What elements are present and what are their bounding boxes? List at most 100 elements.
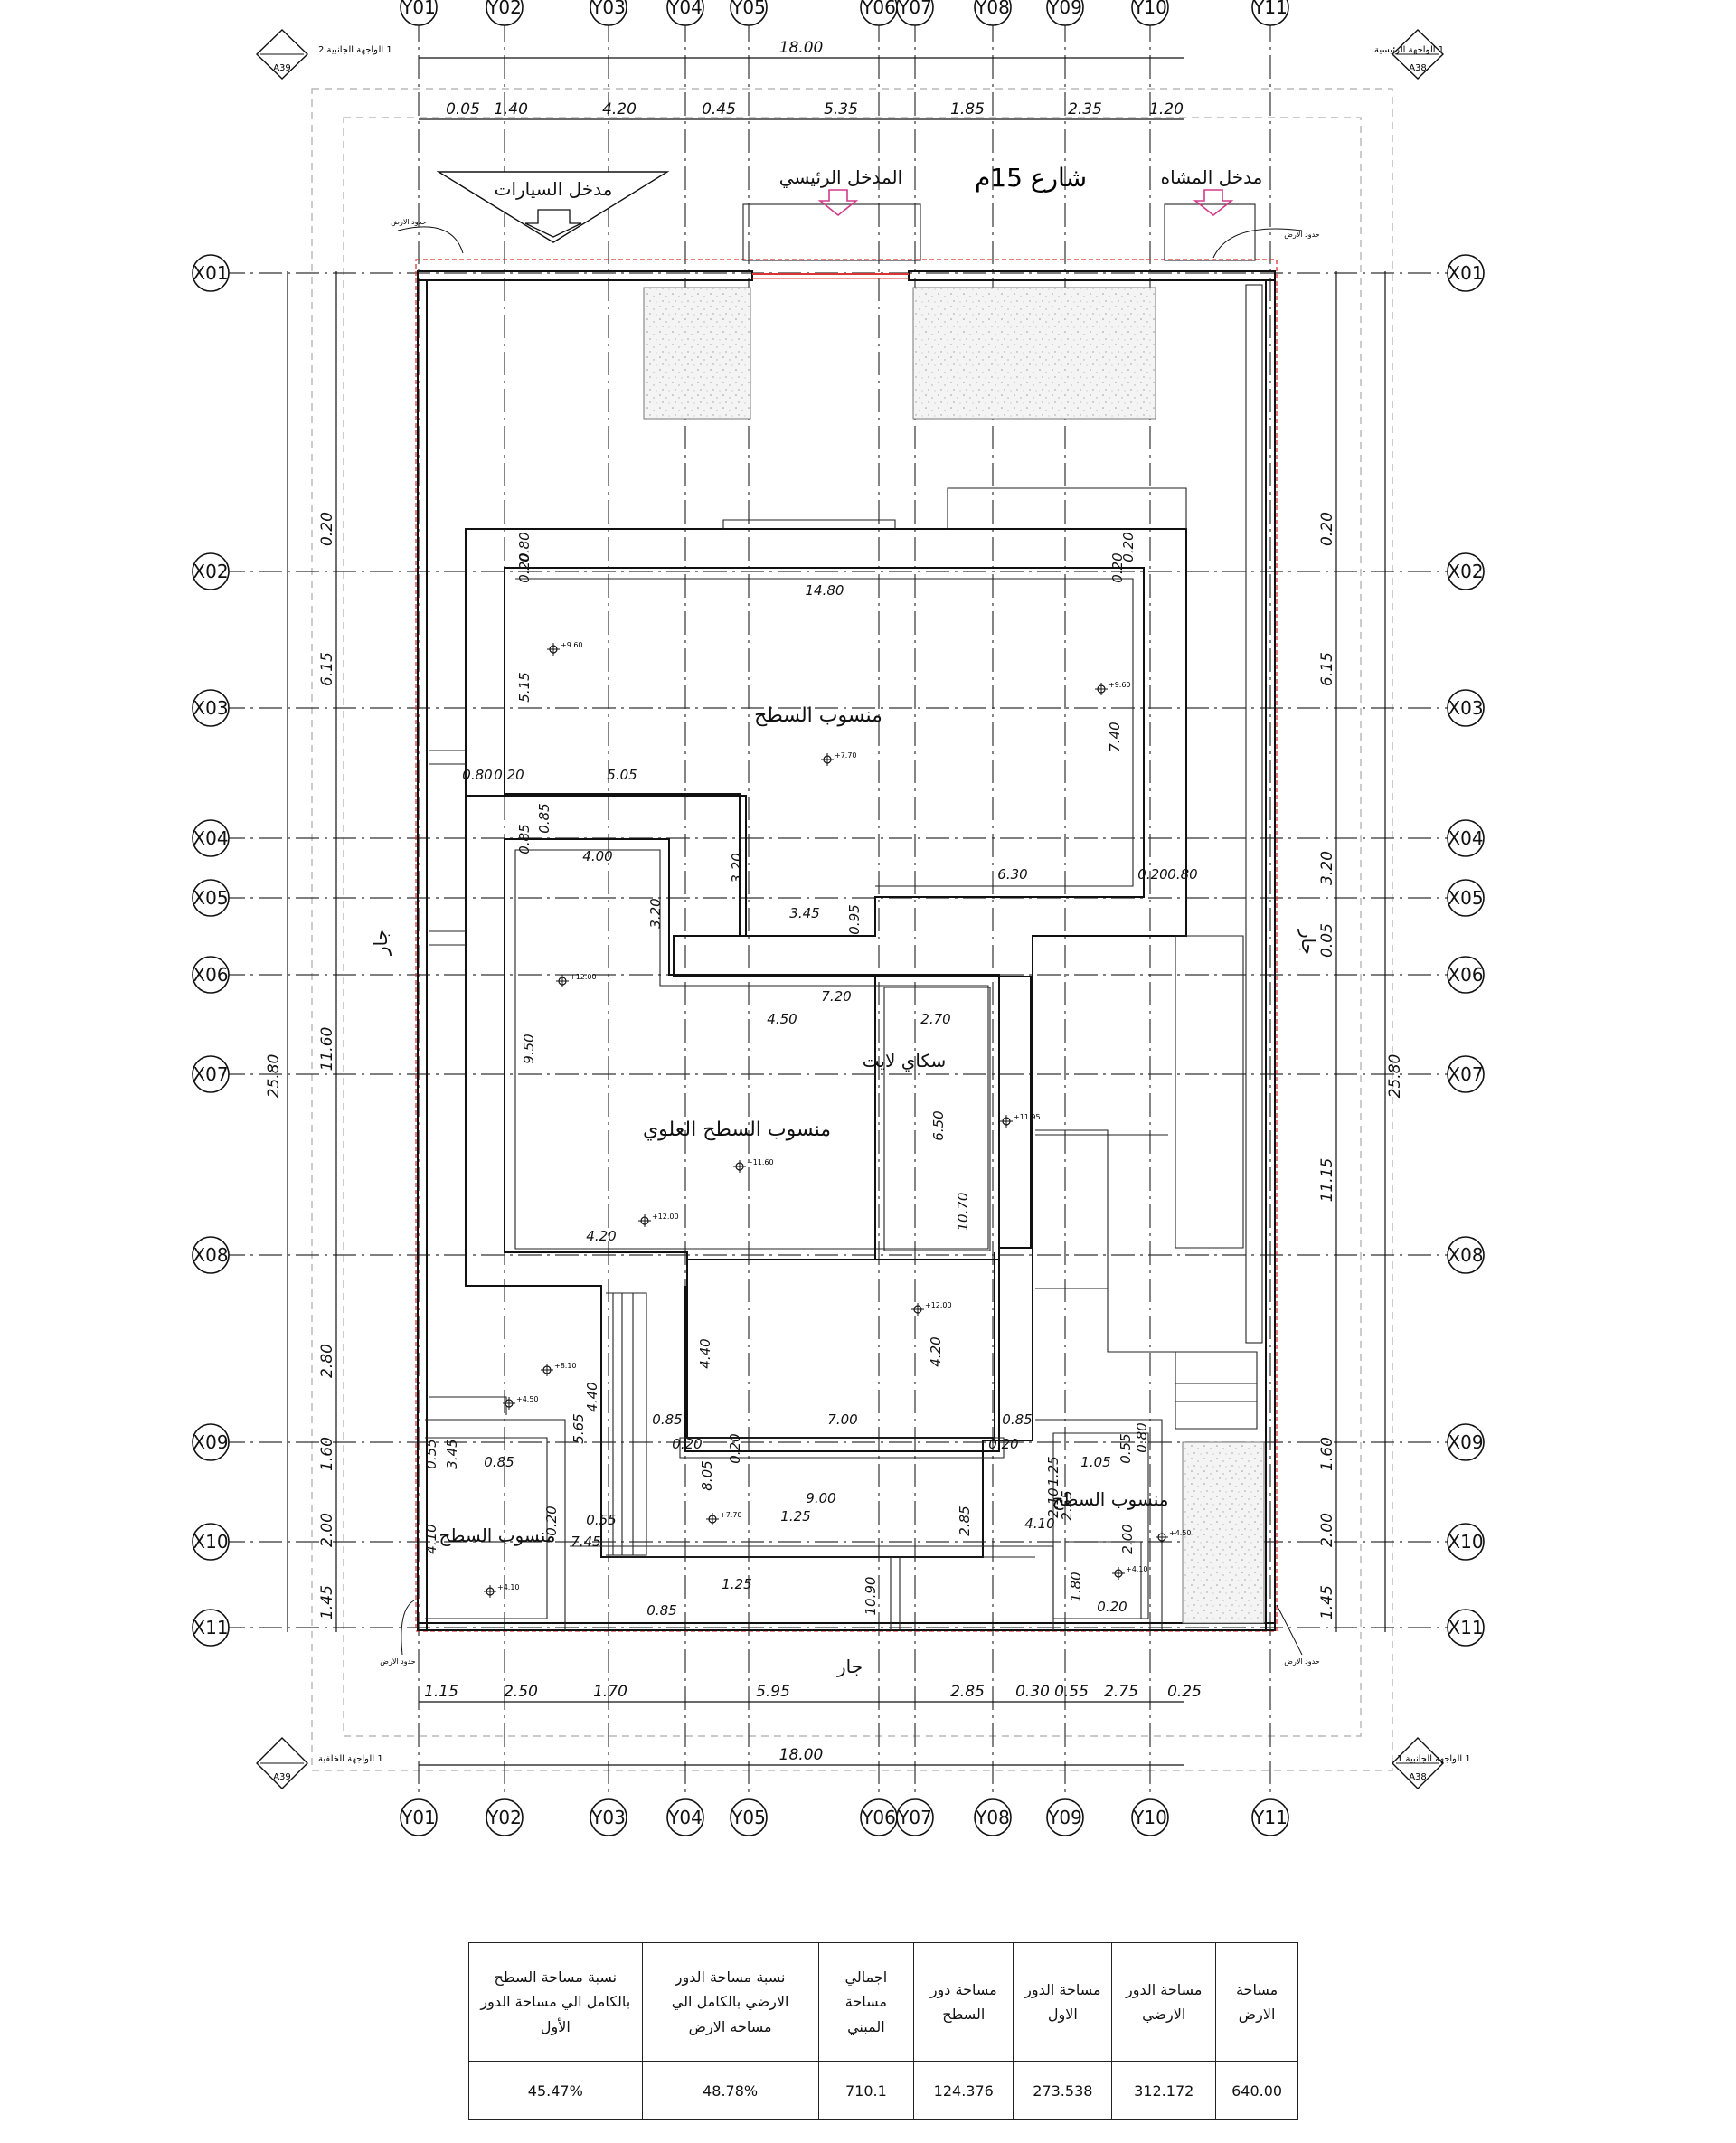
dim-bottom-chain-item: 1.15 (424, 1683, 458, 1701)
area-table-value-row: 640.00 312.172 273.538 124.376 710.1 48.… (468, 2061, 1298, 2120)
level-marker: +4.50 (1156, 1529, 1192, 1544)
axis-bubble-label: Y10 (1132, 0, 1167, 18)
section-mark-label: 1 الواجهة الجانبية 2 (318, 45, 392, 55)
dim-left-chain-item: 1.60 (318, 1437, 336, 1471)
dim-bottom-overall: 18.00 (779, 1746, 824, 1764)
axis-bubble-x07-right: X07 (1447, 1055, 1485, 1093)
axis-bubble-label: Y06 (861, 1807, 896, 1828)
level-value: +4.10 (497, 1583, 520, 1591)
dim-inner: 3.45 (444, 1439, 460, 1468)
dim-right-chain-item: 2.00 (1318, 1513, 1336, 1547)
dim-right-chain-item: 3.20 (1318, 851, 1336, 885)
dim-inner: 6.30 (997, 866, 1027, 883)
dim-top-chain-item: 1.40 (494, 100, 528, 118)
level-marker: +11.95 (1000, 1113, 1041, 1128)
axis-bubble-y04-bottom: Y04 (666, 1798, 704, 1836)
axis-bubble-label: X07 (193, 1063, 228, 1085)
dim-bottom-chain-item: 5.95 (756, 1683, 790, 1701)
dim-inner: 0.85 (646, 1602, 676, 1619)
level-value: +12.00 (652, 1213, 679, 1221)
dim-top-chain-item: 5.35 (824, 100, 858, 118)
axis-bubble-label: Y09 (1047, 0, 1082, 18)
axis-bubble-x02-right: X02 (1447, 552, 1485, 590)
value-first-floor-area: 273.538 (1013, 2061, 1113, 2120)
dim-inner: 5.65 (571, 1413, 587, 1443)
main-entrance-arrow-icon (817, 189, 859, 217)
dim-inner: 0.55 (1118, 1433, 1134, 1463)
dim-bottom-chain-item: 0.30 (1015, 1683, 1050, 1701)
axis-bubble-label: Y10 (1132, 1807, 1167, 1828)
section-mark-label: 1 الواجهة الجانبية 1 (1397, 1754, 1471, 1764)
land-limit-note: حدود الارض (380, 1657, 415, 1666)
dim-right-chain-item: 1.60 (1318, 1437, 1336, 1471)
axis-bubble-label: Y03 (590, 1807, 626, 1828)
section-mark-bottom-right: A38 1 الواجهة الجانبية 1 (1392, 1737, 1471, 1789)
level-value: +12.00 (925, 1301, 952, 1309)
section-mark-top-right: A38 1 الواجهة الرئيسية (1374, 29, 1444, 80)
axis-bubble-x08-right: X08 (1447, 1236, 1485, 1274)
axis-bubble-x01-left: X01 (192, 254, 230, 292)
neighbor-right-label: جار (1297, 929, 1319, 955)
dim-inner: 0.55 (423, 1439, 439, 1468)
header-total-building-area: اجمالي مساحة المبني (817, 1942, 915, 2062)
dim-inner: 0.20 (672, 1436, 702, 1452)
dim-inner: 3.20 (647, 898, 664, 928)
axis-bubble-x06-right: X06 (1447, 956, 1485, 994)
dim-inner: 9.00 (806, 1490, 835, 1506)
axis-bubble-y07-top: Y07 (896, 0, 934, 26)
dim-inner: 0.20 (1109, 552, 1126, 582)
axis-bubble-label: Y04 (667, 0, 703, 18)
axis-bubble-label: X01 (193, 262, 228, 284)
dim-inner: 4.20 (586, 1228, 616, 1244)
dim-inner: 4.20 (928, 1336, 944, 1366)
section-mark-label: 1 الواجهة الخلفية (318, 1754, 383, 1764)
level-markers: +9.60+9.60+7.70+12.00+11.60+11.95+12.00+… (484, 641, 1192, 1598)
dim-inner: 4.00 (582, 848, 612, 864)
axis-bubble-x07-left: X07 (192, 1055, 230, 1093)
roof-level-small-left-label: منسوب السطح (439, 1525, 556, 1546)
dim-inner: 6.50 (930, 1110, 947, 1140)
axis-bubble-y09-bottom: Y09 (1046, 1798, 1084, 1836)
axis-bubble-x09-left: X09 (192, 1423, 230, 1461)
dim-inner: 9.50 (521, 1034, 537, 1063)
dim-top-chain-item: 2.35 (1068, 100, 1102, 118)
dim-inner: 0.20 (516, 552, 533, 582)
axis-bubble-y08-bottom: Y08 (974, 1798, 1012, 1836)
dim-bottom-chain-item: 1.70 (593, 1683, 627, 1701)
axis-bubble-label: X02 (1448, 561, 1483, 582)
axis-bubble-label: X06 (193, 964, 228, 986)
axis-bubble-label: Y05 (731, 0, 766, 18)
axis-bubble-label: X11 (193, 1617, 228, 1638)
dim-inner: 0.85 (516, 824, 533, 854)
axis-bubble-label: X02 (193, 561, 228, 582)
axis-bubble-label: Y08 (975, 1807, 1010, 1828)
axis-bubble-label: X10 (1448, 1531, 1483, 1553)
upper-roof-level-label: منسوب السطح العلوي (643, 1119, 831, 1141)
dim-inner: 1.25 (1045, 1456, 1061, 1486)
axis-bubble-label: Y08 (975, 0, 1010, 18)
dim-right-chain-item: 6.15 (1318, 652, 1336, 686)
dim-inner: 1.25 (722, 1576, 751, 1592)
dim-inner: 7.40 (1107, 722, 1123, 751)
dim-left-chain-item: 11.60 (318, 1027, 336, 1072)
land-limit-note: حدود الارض (391, 218, 426, 226)
dim-right-chain-item: 1.45 (1318, 1585, 1336, 1619)
dim-inner: 0.20 (1120, 532, 1137, 562)
axis-bubble-x05-right: X05 (1447, 879, 1485, 917)
dim-inner: 3.20 (729, 853, 745, 883)
dim-inner: 4.10 (423, 1524, 439, 1553)
axis-bubble-x08-left: X08 (192, 1236, 230, 1274)
axis-bubble-x11-right: X11 (1447, 1609, 1485, 1647)
axis-bubble-y11-top: Y11 (1251, 0, 1289, 26)
level-value: +4.50 (516, 1395, 539, 1403)
header-ground-ratio: نسبة مساحة الدور الارضي بالكامل الي مساح… (641, 1942, 819, 2062)
dim-inner: 4.10 (1024, 1515, 1054, 1532)
value-ground-floor-area: 312.172 (1111, 2061, 1217, 2120)
level-value: +7.70 (835, 751, 857, 760)
area-table-header-row: مساحة الارض مساحة الدور الارضي مساحة الد… (468, 1942, 1298, 2062)
dim-left-overall: 25.80 (265, 1054, 283, 1099)
axis-bubble-label: X09 (1448, 1431, 1483, 1453)
axis-bubble-y01-top: Y01 (400, 0, 438, 26)
perimeter-walls (417, 270, 1276, 1631)
